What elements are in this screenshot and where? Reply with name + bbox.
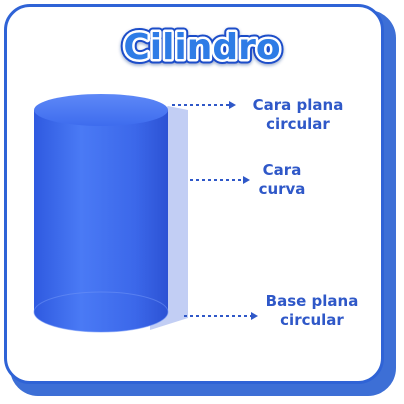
label-top-face-line2: circular <box>266 115 330 133</box>
title-block: Cilindro Cilindro Cilindro <box>0 18 404 78</box>
label-curved-face: Cara curva <box>252 161 312 199</box>
label-base-face-line1: Base plana <box>265 292 359 310</box>
label-curved-face-line1: Cara <box>262 161 302 179</box>
base-face-arrowhead <box>251 312 258 320</box>
label-base-face-line2: circular <box>280 311 344 329</box>
page-title: Cilindro <box>123 27 280 68</box>
page-title-fill: Cilindro <box>123 27 280 68</box>
title-svg: Cilindro Cilindro Cilindro <box>119 23 285 73</box>
label-base-face: Base plana circular <box>256 292 368 330</box>
curved-face-arrowhead <box>243 176 250 184</box>
cylinder-base-face <box>33 291 169 333</box>
page-title-outline: Cilindro <box>123 27 280 68</box>
cylinder-body <box>34 110 168 332</box>
label-top-face: Cara plana circular <box>238 96 358 134</box>
label-curved-face-line2: curva <box>258 180 306 198</box>
cylinder-top-face <box>34 94 168 126</box>
label-top-face-line1: Cara plana <box>252 96 344 114</box>
top-face-arrowhead <box>229 101 236 109</box>
